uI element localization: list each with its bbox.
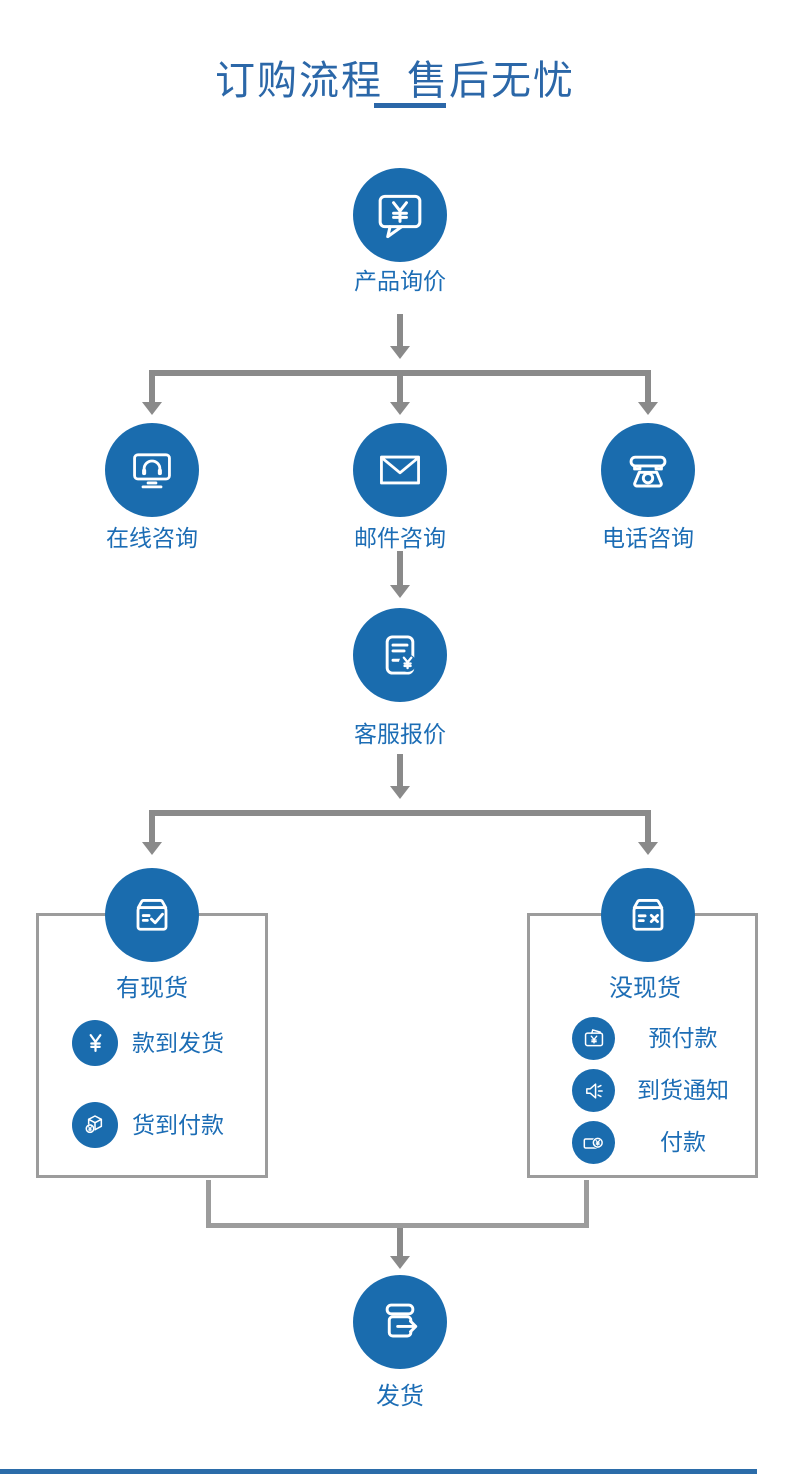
telephone-icon (629, 455, 667, 488)
pay-then-ship-node (72, 1020, 118, 1066)
arrowhead-icon (390, 346, 410, 359)
page-title-part2: 售后无忧 (407, 59, 575, 103)
arrowhead-icon (638, 842, 658, 855)
in-stock-label: 有现货 (116, 975, 188, 1002)
connector-line (584, 1180, 589, 1228)
connector-line (397, 314, 403, 348)
page-title-part1: 订购流程 (215, 59, 383, 103)
ship-label: 发货 (376, 1383, 424, 1410)
connector-line (397, 370, 403, 404)
payment-node (572, 1121, 615, 1164)
online-consult-label: 在线咨询 (106, 525, 198, 551)
page-title: 订购流程售后无忧 (0, 48, 790, 106)
connector-line (397, 754, 403, 788)
prepayment-label: 预付款 (648, 1025, 718, 1051)
arrowhead-icon (390, 402, 410, 415)
envelope-icon (380, 455, 420, 485)
connector-line (149, 370, 155, 404)
wallet-yen-icon (584, 1028, 603, 1046)
arrowhead-icon (390, 786, 410, 799)
arrowhead-icon (390, 585, 410, 598)
connector-line (397, 1228, 403, 1258)
package-coin-icon (85, 1115, 103, 1134)
out-of-stock-label: 没现货 (609, 975, 681, 1002)
quote-node (353, 608, 447, 702)
payment-label: 付款 (660, 1129, 706, 1155)
email-consult-node (353, 423, 447, 517)
prepayment-node (572, 1017, 615, 1060)
box-arrow-icon (385, 1303, 418, 1338)
in-stock-node (105, 868, 199, 962)
connector-line (645, 370, 651, 404)
box-x-icon (632, 899, 664, 931)
title-underline (374, 103, 446, 108)
loudspeaker-icon (585, 1082, 603, 1099)
arrival-notice-label: 到货通知 (637, 1077, 729, 1103)
chat-bubble-yen-icon (378, 194, 422, 239)
monitor-headset-icon (133, 453, 171, 489)
connector-line (149, 810, 155, 844)
connector-line (397, 551, 403, 587)
cash-on-delivery-label: 货到付款 (132, 1112, 224, 1138)
pay-then-ship-label: 款到发货 (132, 1030, 224, 1056)
out-of-stock-node (601, 868, 695, 962)
phone-consult-label: 电话咨询 (602, 525, 694, 551)
cash-on-delivery-node (72, 1102, 118, 1148)
arrowhead-icon (142, 842, 162, 855)
arrival-notice-node (572, 1069, 615, 1112)
email-consult-label: 邮件咨询 (354, 525, 446, 551)
yen-icon (89, 1033, 101, 1052)
card-coin-icon (583, 1136, 603, 1149)
box-check-icon (136, 899, 168, 931)
phone-consult-node (601, 423, 695, 517)
online-consult-node (105, 423, 199, 517)
connector-line (206, 1180, 211, 1228)
connector-line (645, 810, 651, 844)
arrowhead-icon (142, 402, 162, 415)
document-yen-icon (385, 635, 417, 675)
quote-label: 客服报价 (354, 721, 446, 747)
connector-line (206, 1223, 589, 1228)
ship-node (353, 1275, 447, 1369)
arrowhead-icon (390, 1256, 410, 1269)
connector-line (149, 810, 651, 816)
inquiry-label: 产品询价 (354, 268, 446, 294)
inquiry-node (353, 168, 447, 262)
arrowhead-icon (638, 402, 658, 415)
bottom-section-edge (0, 1469, 757, 1474)
